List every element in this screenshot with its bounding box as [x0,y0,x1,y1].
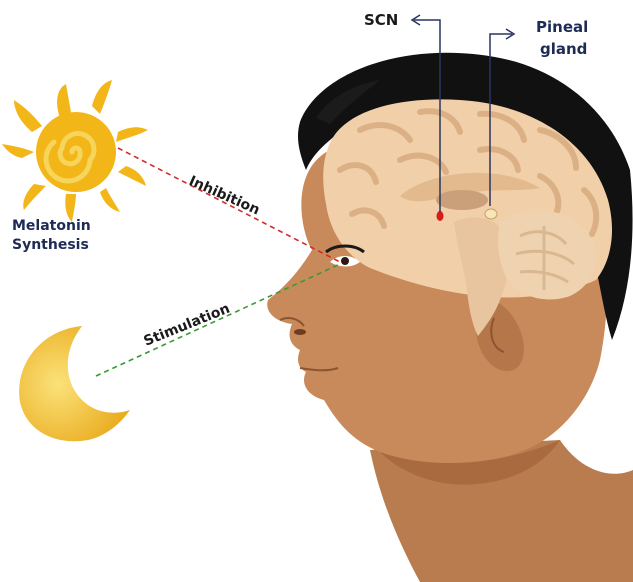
moon-icon [19,326,130,441]
pineal-gland-label-line2: gland [540,40,587,58]
stimulation-label: Stimulation [142,301,233,350]
melatonin-label-line1: Melatonin [12,218,91,234]
melatonin-label-line2: Synthesis [12,237,89,253]
inhibition-label: Inhibition [186,173,262,218]
pineal-gland-label-line1: Pineal [536,18,588,36]
scn-label: SCN [364,11,398,29]
sun-icon [2,80,148,222]
